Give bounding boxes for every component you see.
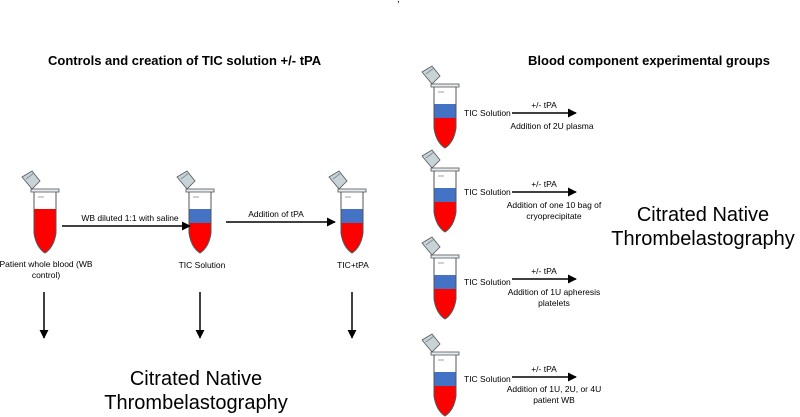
tube-label-wb-line1: Patient whole blood (WB [0,259,93,269]
right-result-line1: Citrated Native [636,204,770,226]
group4-tube-icon [421,333,460,417]
group4-below-line1: Addition of 1U, 2U, or 4U [506,384,602,394]
tubes-layer [21,65,460,417]
tube-label-tic-tpa: TIC+tPA [337,260,369,270]
left-result-line1: Citrated Native [129,368,263,390]
group4-tube-label: TIC Solution [464,374,511,384]
group1-tube-label: TIC Solution [464,108,511,118]
group3-below-line1: Addition of 1U apheresis [507,287,601,297]
group1-tube-icon [421,65,460,149]
group4-above-label: +/- tPA [531,364,557,374]
group2-tube-icon [421,149,460,233]
group2-below-line2: cryoprecipitate [526,211,582,221]
left-panel-heading: Controls and creation of TIC solution +/… [48,53,322,68]
group3-below-line2: platelets [538,298,570,308]
arrow-label-add-tpa: Addition of tPA [248,209,304,219]
top-mark: , [397,0,400,5]
arrows-layer [39,108,577,382]
group1-below-label: Addition of 2U plasma [510,121,594,131]
tube-label-tic: TIC Solution [178,260,226,270]
tube-tic-tpa-icon [328,170,367,254]
group3-tube-icon [421,236,460,320]
group2-above-label: +/- tPA [531,179,557,189]
group4-below-line2: patient WB [533,395,575,405]
tube-wb-icon [21,170,60,254]
tube-label-wb-line2: control) [31,270,61,280]
group3-above-label: +/- tPA [531,266,557,276]
right-panel-heading: Blood component experimental groups [528,53,770,68]
tube-tic-icon [176,170,215,254]
right-result-line2: Thrombelastography [611,228,795,250]
group2-tube-label: TIC Solution [464,187,511,197]
group2-below-line1: Addition of one 10 bag of [506,200,602,210]
group3-tube-label: TIC Solution [464,277,511,287]
group1-above-label: +/- tPA [531,100,557,110]
arrow-label-dilution: WB diluted 1:1 with saline [81,213,179,223]
left-result-line2: Thrombelastography [104,392,288,414]
